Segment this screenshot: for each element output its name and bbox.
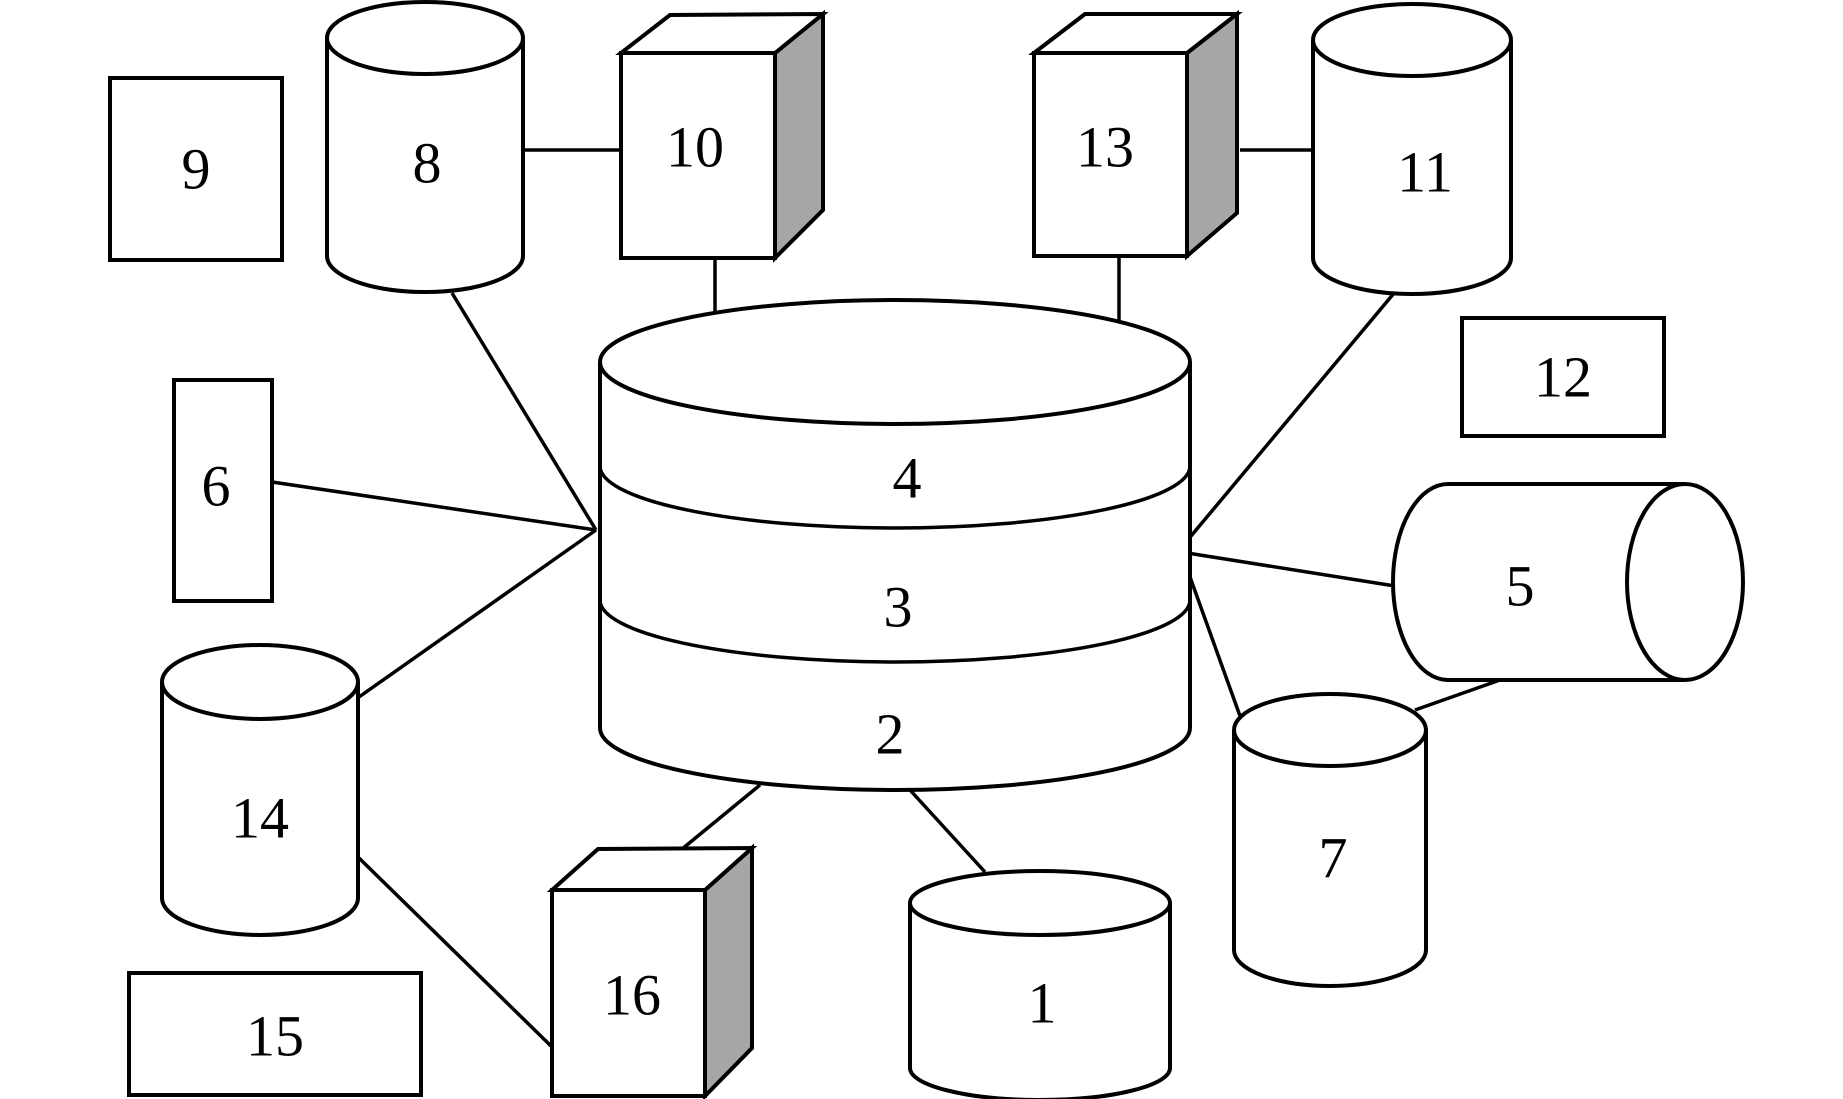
node-10-label: 10 (666, 115, 724, 180)
node-11-label: 11 (1397, 140, 1453, 205)
edge-6-center (271, 480, 597, 532)
edge-center-16 (680, 783, 762, 851)
edge-14-center (357, 528, 598, 699)
node-12-label: 12 (1534, 345, 1592, 410)
node-8[interactable]: 8 (325, 0, 525, 294)
edge-8-center (450, 292, 598, 531)
edge-14-16 (357, 856, 553, 1048)
node-1[interactable]: 1 (908, 869, 1172, 1099)
connectors (271, 148, 1501, 1048)
node-12[interactable]: 12 (1460, 316, 1666, 438)
edge-5-7 (1414, 678, 1501, 712)
node-7-label: 7 (1319, 826, 1348, 891)
edge-5-center (1180, 550, 1396, 588)
node-8-label: 8 (413, 131, 442, 196)
node-5[interactable]: 5 (1391, 482, 1745, 682)
node-14-label: 14 (231, 786, 289, 851)
layer-4-label: 4 (893, 446, 922, 511)
layer-2-label: 2 (876, 702, 905, 767)
node-16-label: 16 (603, 963, 661, 1028)
node-15-label: 15 (246, 1004, 304, 1069)
node-13-label: 13 (1076, 115, 1134, 180)
node-13[interactable]: 13 (1028, 9, 1243, 261)
edge-11-center (1179, 284, 1402, 550)
central-cylinder-top (598, 298, 1192, 426)
node-6-label: 6 (202, 454, 231, 519)
node-6[interactable]: 6 (172, 378, 274, 603)
node-7[interactable]: 7 (1232, 692, 1428, 988)
node-15[interactable]: 15 (127, 971, 423, 1097)
node-9[interactable]: 9 (108, 76, 284, 262)
node-5-label: 5 (1506, 554, 1535, 619)
central-cylinder[interactable]: 4 3 2 (598, 298, 1192, 792)
node-14[interactable]: 14 (160, 643, 360, 937)
node-1-label: 1 (1028, 971, 1057, 1036)
layer-3-label: 3 (884, 575, 913, 640)
layer-divider-3-2 (598, 599, 1192, 664)
layer-divider-4-3 (598, 465, 1192, 530)
node-16[interactable]: 16 (546, 843, 758, 1099)
node-9-label: 9 (182, 137, 211, 202)
edge-center-1 (908, 788, 987, 874)
node-11[interactable]: 11 (1311, 2, 1513, 296)
node-10[interactable]: 10 (615, 9, 829, 263)
